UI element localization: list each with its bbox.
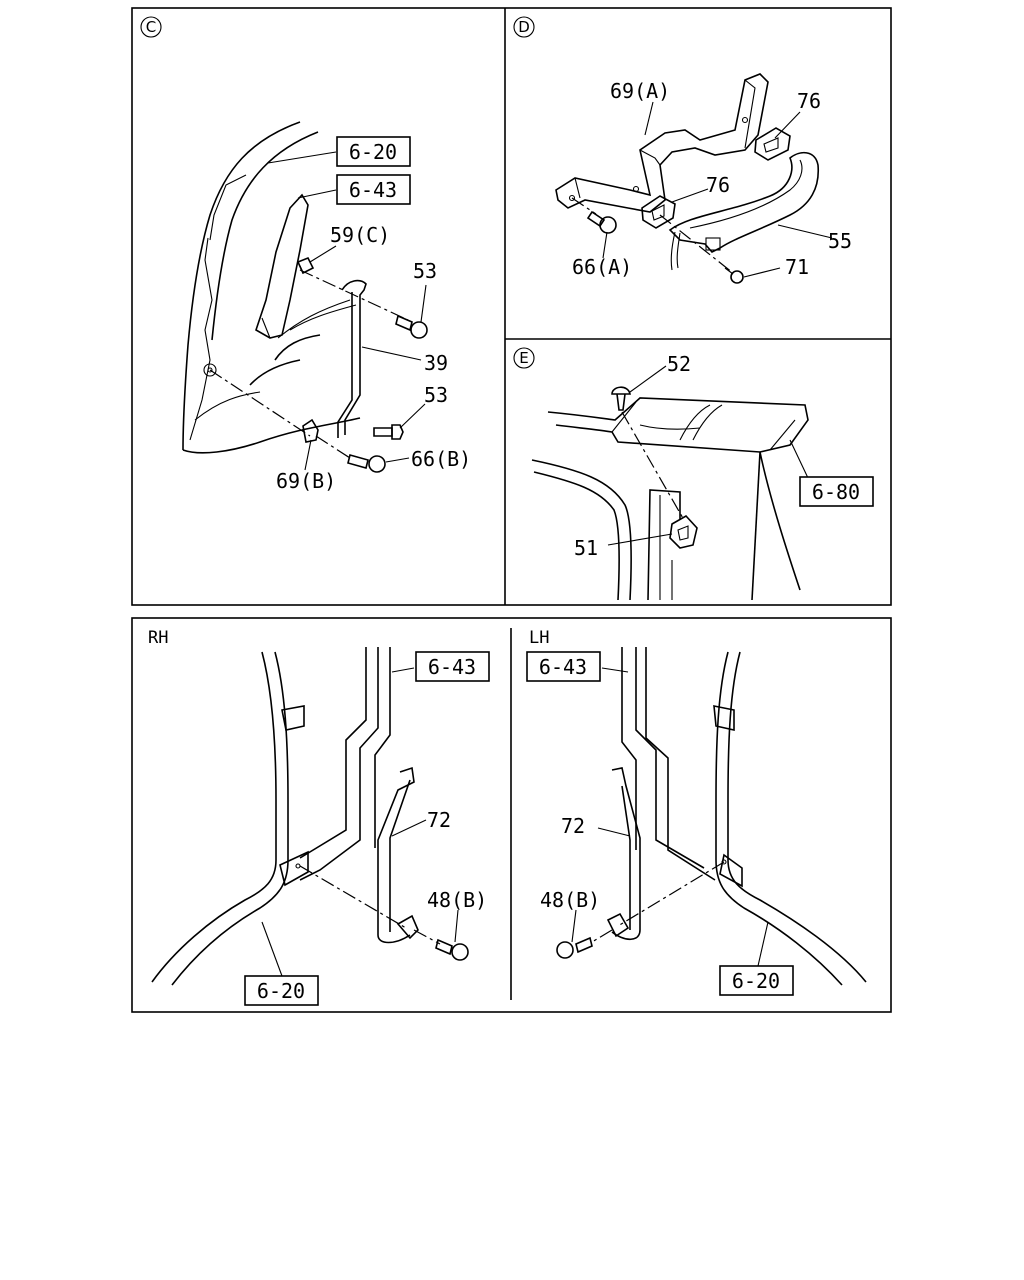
ref-box-c-6-43: 6-43	[336, 174, 411, 205]
part-53-lower-bolt	[373, 424, 404, 440]
lh-part-72-bar	[606, 767, 641, 941]
part-label-d-76-upper: 76	[797, 89, 821, 113]
upper-frame	[131, 7, 892, 606]
section-marker-d: D	[513, 16, 535, 38]
ref-label-e-6-80: 6-80	[812, 480, 860, 504]
section-marker-e-letter: E	[519, 349, 528, 367]
panel-e-leaders	[607, 365, 809, 546]
panel-rh-title: RH	[148, 628, 168, 648]
panel-rh: RH	[148, 628, 490, 1006]
rh-ref-label-6-20: 6-20	[257, 979, 305, 1003]
part-69b-clip	[302, 418, 319, 443]
part-71-screw	[724, 267, 744, 284]
panel-lh: LH 6-43	[526, 628, 867, 996]
rh-leaders	[261, 667, 459, 977]
part-label-e-52: 52	[667, 352, 691, 376]
panel-d-leaders	[602, 101, 833, 278]
part-label-d-71: 71	[785, 255, 809, 279]
part-label-e-51: 51	[574, 536, 598, 560]
lh-ref-label-6-43: 6-43	[539, 655, 587, 679]
panel-lh-title: LH	[529, 628, 549, 648]
section-marker-e: E	[513, 347, 535, 369]
part-label-c-59c: 59(C)	[330, 223, 390, 247]
roof-panel-e-drawing	[531, 397, 809, 601]
part-label-d-55: 55	[828, 229, 852, 253]
part-76-upper-clip	[754, 127, 791, 161]
part-label-d-69a: 69(A)	[610, 79, 670, 103]
lh-part-label-72: 72	[561, 814, 585, 838]
ref-box-c-6-20: 6-20	[336, 136, 411, 167]
part-59c-clip	[296, 256, 315, 275]
rh-part-48b-bolt	[435, 938, 469, 961]
ref-label-c-6-20: 6-20	[349, 140, 397, 164]
part-76-lower-clip	[641, 195, 676, 229]
section-marker-c: C	[140, 16, 162, 38]
lh-pillar-drawing	[621, 647, 867, 986]
part-label-c-66b: 66(B)	[411, 447, 471, 471]
part-label-c-53-upper: 53	[413, 259, 437, 283]
rh-part-label-48b: 48(B)	[427, 888, 487, 912]
panel-d: D	[513, 16, 852, 284]
part-label-c-39: 39	[424, 351, 448, 375]
part-69a-bracket	[555, 73, 769, 213]
rh-ref-box-6-20: 6-20	[244, 975, 319, 1006]
part-55-grip	[668, 151, 820, 271]
part-39-bracket	[337, 279, 367, 438]
part-label-c-69b: 69(B)	[276, 469, 336, 493]
part-label-d-66a: 66(A)	[572, 255, 632, 279]
lh-leaders	[571, 667, 769, 967]
part-52-screw	[611, 386, 631, 411]
rh-part-label-72: 72	[427, 808, 451, 832]
lh-part-label-48b: 48(B)	[540, 888, 600, 912]
section-marker-d-letter: D	[518, 18, 530, 36]
body-panel-c-drawing	[182, 121, 361, 454]
panel-c-leaders	[267, 151, 427, 471]
part-66a-bolt	[586, 210, 617, 234]
rh-ref-box-6-43: 6-43	[415, 651, 490, 682]
panel-e: E	[513, 347, 874, 601]
part-label-c-53-lower: 53	[424, 383, 448, 407]
ref-box-e-6-80: 6-80	[799, 476, 874, 507]
part-label-d-76-lower: 76	[706, 173, 730, 197]
part-53-upper-bolt	[395, 314, 428, 339]
panel-c: C	[140, 16, 471, 493]
lh-part-48b-bolt	[556, 936, 593, 959]
section-marker-c-letter: C	[146, 18, 156, 36]
rh-part-72-bar	[377, 766, 419, 944]
part-66b-bolt	[347, 454, 386, 473]
lh-ref-label-6-20: 6-20	[732, 969, 780, 993]
ref-label-c-6-43: 6-43	[349, 178, 397, 202]
rh-ref-label-6-43: 6-43	[428, 655, 476, 679]
lower-frame	[131, 617, 892, 1013]
rh-pillar-drawing	[151, 647, 391, 986]
lh-ref-box-6-20: 6-20	[719, 965, 794, 996]
part-51-clip	[669, 514, 698, 549]
lh-ref-box-6-43: 6-43	[526, 651, 601, 682]
